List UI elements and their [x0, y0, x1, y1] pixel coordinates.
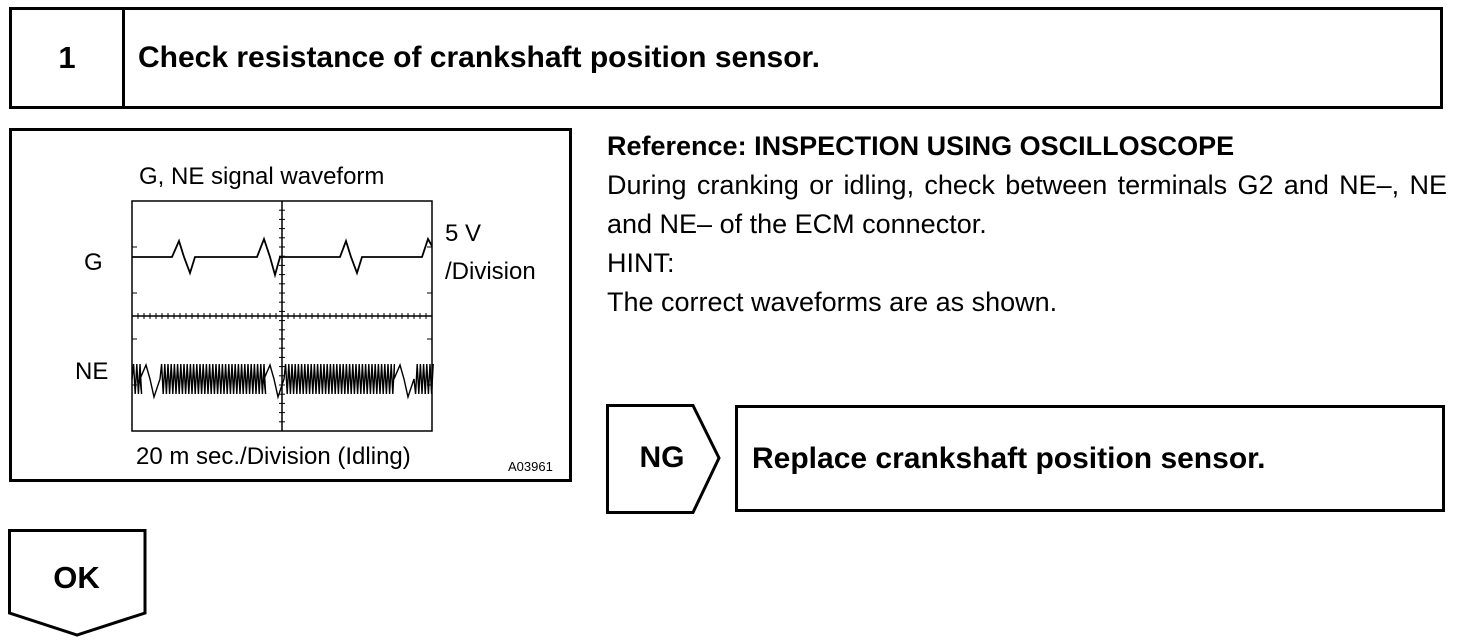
ng-action-box: Replace crankshaft position sensor. [735, 405, 1445, 512]
channel-g-label: G [84, 249, 103, 276]
graticule-center-horizontal [132, 313, 432, 319]
oscilloscope-screen: G, NE signal waveform G NE 5 V /Division… [75, 163, 553, 474]
ok-arrow-tag [8, 529, 147, 637]
step-header: 1 Check resistance of crankshaft positio… [9, 7, 1443, 109]
volts-per-division-unit: /Division [445, 258, 536, 285]
ng-action-text: Replace crankshaft position sensor. [752, 441, 1266, 475]
ok-label: OK [53, 560, 100, 595]
ne-waveform [131, 362, 434, 400]
reference-text: During cranking or idling, check between… [607, 170, 1447, 239]
ng-arrow-tag [606, 404, 721, 514]
volts-per-division: 5 V [445, 220, 481, 247]
step-title: Check resistance of crankshaft position … [138, 41, 820, 74]
hint-text: The correct waveforms are as shown. [607, 287, 1058, 317]
step-number: 1 [12, 10, 125, 106]
ng-label: NG [639, 441, 685, 474]
reference-block: Reference: INSPECTION USING OSCILLOSCOPE… [607, 127, 1447, 322]
figure-title: G, NE signal waveform [139, 163, 384, 190]
hint-label: HINT: [607, 248, 675, 278]
reference-title: Reference: INSPECTION USING OSCILLOSCOPE [607, 131, 1235, 161]
figure-code: A03961 [508, 459, 553, 474]
waveform-figure: G, NE signal waveform G NE 5 V /Division… [9, 128, 572, 482]
channel-ne-label: NE [75, 358, 108, 385]
g-waveform [132, 236, 433, 279]
time-base-label: 20 m sec./Division (Idling) [136, 443, 411, 470]
